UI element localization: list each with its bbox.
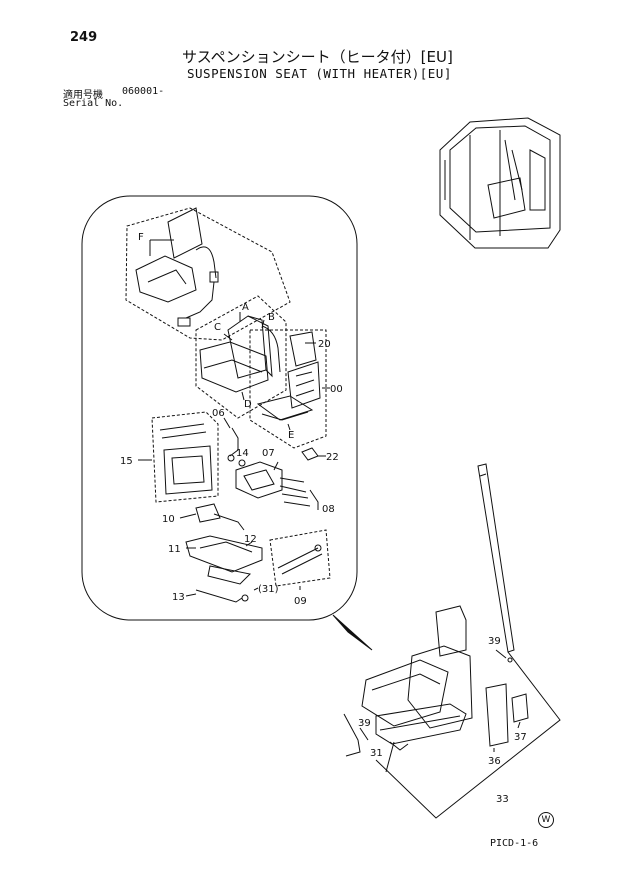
callout-E: E: [288, 430, 294, 441]
callout-10: 10: [162, 514, 175, 525]
watermark-circle: W: [538, 812, 554, 828]
heater-group-box: [125, 207, 291, 341]
callout-06: 06: [212, 408, 225, 419]
cable: [229, 427, 239, 457]
callout-labels: F A B C D E 20 00 06 14 07 22 15 08 10 1…: [120, 232, 527, 805]
callout-09: 09: [294, 596, 307, 607]
knob-14: [238, 459, 246, 467]
callout-F: F: [138, 232, 144, 243]
callout-15: 15: [120, 456, 133, 467]
callout-22: 22: [326, 452, 339, 463]
pointer-arrow: [332, 614, 373, 651]
bolt-39: [507, 657, 513, 663]
callout-13: 13: [172, 592, 185, 603]
slide-rails: [159, 423, 213, 495]
detail-frame: [81, 195, 358, 621]
title-japanese: サスペンションシート（ヒータ付）[EU]: [182, 48, 453, 66]
plate-36: [485, 683, 509, 747]
serial-label-english: Serial No.: [63, 98, 124, 109]
seat-cushion: [199, 315, 281, 393]
cab-thumbnail: [439, 117, 561, 249]
suspension-bracket: [235, 447, 319, 507]
callout-14: 14: [236, 448, 249, 459]
seat-group-box: [195, 295, 327, 449]
callout-D: D: [244, 399, 252, 410]
lever-group-box: [269, 529, 331, 587]
heater-pad: [135, 207, 219, 327]
callout-08: 08: [322, 504, 335, 515]
callout-C: C: [214, 322, 221, 333]
serial-label-japanese: 適用号機: [63, 90, 103, 101]
callout-31: 31: [370, 748, 383, 759]
callout-39-top: 39: [488, 636, 501, 647]
callout-33: 33: [496, 794, 509, 805]
callout-11: 11: [168, 544, 181, 555]
callout-00: 00: [330, 384, 343, 395]
callout-07: 07: [262, 448, 275, 459]
knob: [227, 454, 235, 462]
callout-20: 20: [318, 339, 331, 350]
footer-code: PICD-1-6: [490, 838, 539, 849]
lever-parts: [277, 544, 323, 575]
serial-value: 060001-: [122, 86, 165, 97]
callout-12: 12: [244, 534, 257, 545]
callout-B: B: [268, 312, 275, 323]
callout-39-bottom: 39: [358, 718, 371, 729]
callout-37: 37: [514, 732, 527, 743]
callout-31-paren: (31): [258, 584, 279, 595]
leader-lines: [138, 239, 561, 819]
page-number: 249: [70, 30, 98, 45]
title-english: SUSPENSION SEAT (WITH HEATER)[EU]: [187, 66, 452, 81]
callout-A: A: [242, 302, 249, 313]
seat-frame-assembly: [256, 331, 321, 421]
rail-group-box: [151, 411, 219, 503]
lower-mechanism: [185, 503, 263, 603]
callout-36: 36: [488, 756, 501, 767]
rod: [477, 463, 515, 653]
plate-37: [511, 693, 529, 723]
